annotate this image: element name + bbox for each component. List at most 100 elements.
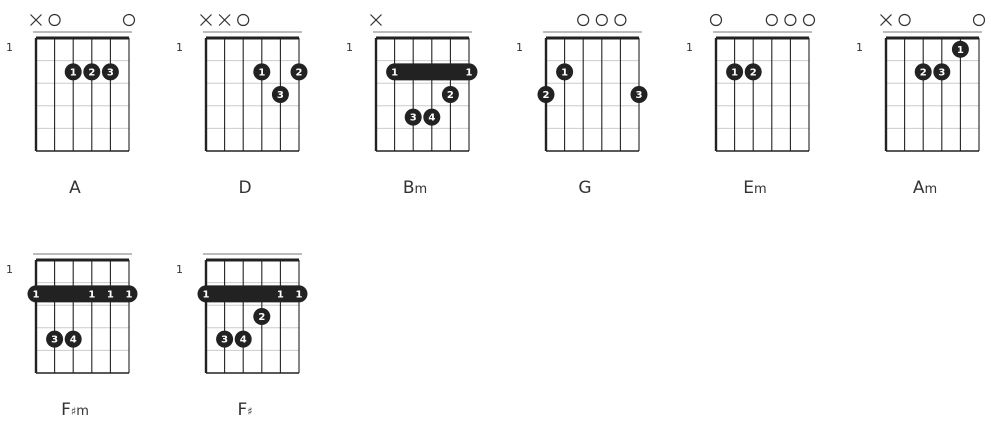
fretboard: 1 1 1 1 3 4 xyxy=(27,253,138,374)
finger-dot: 1 xyxy=(253,63,271,81)
finger-number: 1 xyxy=(391,68,398,79)
muted-string-marker xyxy=(880,14,892,26)
muted-string-marker xyxy=(218,14,231,26)
muted-string-marker xyxy=(30,14,42,26)
chord-name: F♯ xyxy=(170,400,320,420)
finger-number: 1 xyxy=(203,290,210,301)
finger-number: 2 xyxy=(447,90,454,101)
finger-number: 3 xyxy=(410,113,417,124)
muted-string-marker xyxy=(200,14,212,26)
chord-name-root: B xyxy=(402,178,415,198)
finger-number: 3 xyxy=(636,90,643,101)
finger-dot: 2 xyxy=(290,63,308,81)
finger-dot: 3 xyxy=(101,63,119,81)
chord-name: Bm xyxy=(340,178,490,198)
barre xyxy=(197,285,308,303)
finger-number: 2 xyxy=(750,68,757,79)
finger-number: 1 xyxy=(277,290,284,301)
finger-dot: 2 xyxy=(441,86,459,103)
chord-name: Em xyxy=(680,178,830,198)
chord-name: G xyxy=(510,178,660,198)
open-string-marker xyxy=(122,13,136,27)
open-string-marker xyxy=(898,13,911,27)
chord-name-root: A xyxy=(912,178,925,198)
start-fret-label: 1 xyxy=(346,41,353,54)
chord-name-sharp: ♯ xyxy=(70,405,77,418)
chord-name: F♯m xyxy=(0,400,150,420)
start-fret-label: 1 xyxy=(516,41,523,54)
finger-number: 1 xyxy=(107,290,114,301)
finger-number: 4 xyxy=(240,335,247,346)
open-string-marker xyxy=(972,13,986,27)
chord-name: Am xyxy=(850,178,996,198)
open-string-marker xyxy=(48,13,61,27)
start-fret-label: 1 xyxy=(6,263,13,276)
chord-name-quality: m xyxy=(414,182,428,197)
finger-number: 1 xyxy=(33,290,40,301)
chord-name-quality: m xyxy=(754,182,767,197)
open-string-marker xyxy=(765,13,778,27)
finger-dot: 4 xyxy=(423,108,441,126)
open-string-marker xyxy=(595,13,608,27)
finger-number: 3 xyxy=(107,68,114,79)
finger-number: 1 xyxy=(731,68,738,79)
start-fret-label: 1 xyxy=(176,263,183,276)
finger-number: 3 xyxy=(938,68,945,79)
start-fret-label: 1 xyxy=(856,41,863,54)
finger-dot: 2 xyxy=(83,63,101,81)
finger-number: 1 xyxy=(296,290,303,301)
open-string-marker xyxy=(614,13,627,27)
start-fret-label: 1 xyxy=(686,41,693,54)
finger-dot: 1 xyxy=(556,63,574,81)
finger-dot: 3 xyxy=(216,330,234,348)
finger-number: 1 xyxy=(126,290,133,301)
fretboard: 12 3 xyxy=(537,13,648,152)
finger-number: 4 xyxy=(70,335,77,346)
open-string-marker xyxy=(709,13,723,27)
finger-number: 1 xyxy=(466,68,473,79)
finger-dot: 1 xyxy=(726,63,744,81)
barre xyxy=(27,285,138,303)
fretboard: 1 1 1 2 3 4 xyxy=(197,253,308,374)
finger-dot: 2 xyxy=(744,63,762,81)
finger-number: 2 xyxy=(543,90,550,101)
finger-dot: 2 xyxy=(537,86,555,103)
open-string-marker xyxy=(237,13,250,27)
barre xyxy=(386,63,478,81)
finger-number: 3 xyxy=(51,335,58,346)
chord-name: D xyxy=(170,178,320,198)
chord-name-root: F xyxy=(237,400,248,420)
chord-name-root: G xyxy=(578,178,592,198)
muted-string-marker xyxy=(370,14,382,26)
open-string-marker xyxy=(802,13,816,27)
finger-dot: 1 xyxy=(951,40,969,58)
chord-name-root: E xyxy=(743,178,755,198)
finger-number: 1 xyxy=(957,45,964,56)
chord-name-quality: m xyxy=(76,404,89,419)
finger-dot: 1 xyxy=(64,63,82,81)
chord-name-quality: m xyxy=(924,182,938,197)
finger-number: 3 xyxy=(221,335,228,346)
finger-number: 1 xyxy=(88,290,95,301)
finger-number: 2 xyxy=(258,312,265,323)
chord-name-root: A xyxy=(69,178,81,198)
open-string-marker xyxy=(577,13,590,27)
finger-number: 2 xyxy=(88,68,95,79)
finger-number: 1 xyxy=(561,68,568,79)
finger-number: 4 xyxy=(428,113,435,124)
start-fret-label: 1 xyxy=(6,41,13,54)
chord-name-root: F xyxy=(61,400,71,420)
chord-name-sharp: ♯ xyxy=(247,405,253,418)
finger-dot: 3 xyxy=(630,86,648,103)
finger-number: 2 xyxy=(296,68,303,79)
